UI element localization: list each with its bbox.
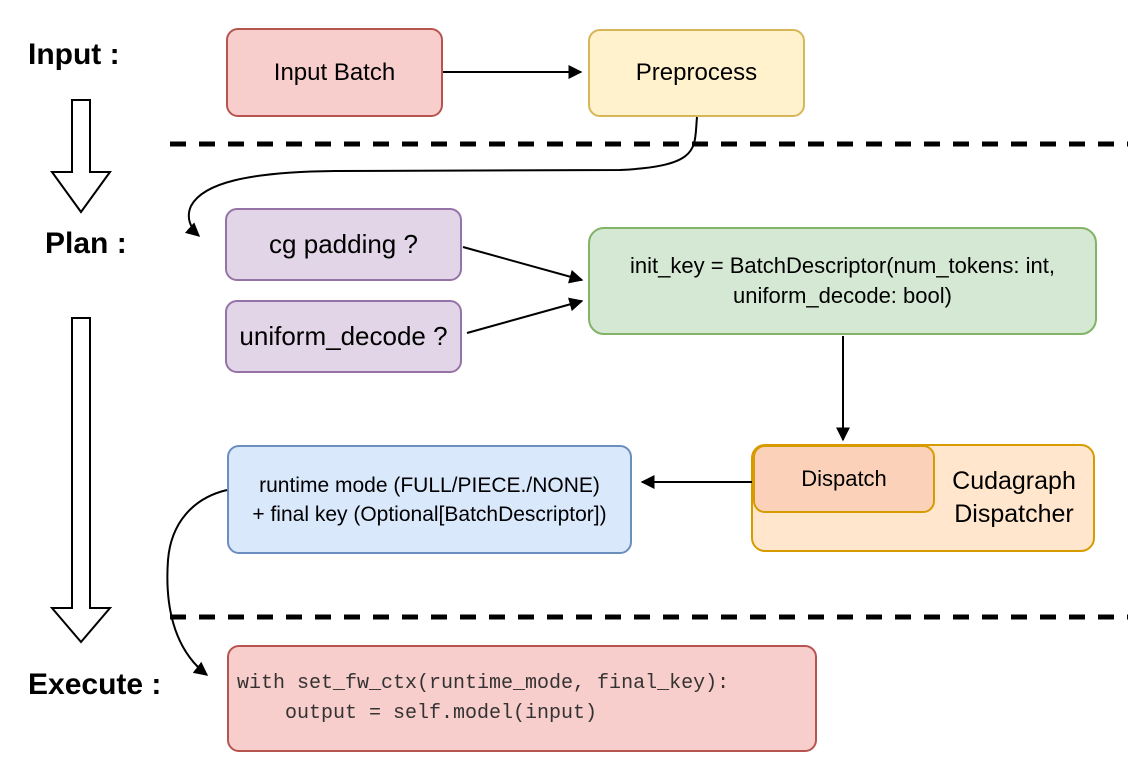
node-cudagraph-line1: Cudagraph xyxy=(952,467,1076,495)
node-cg-padding: cg padding ? xyxy=(225,208,462,281)
execute-code-line1: with set_fw_ctx(runtime_mode, final_key)… xyxy=(237,671,730,695)
node-runtime-mode-line2: + final key (Optional[BatchDescriptor]) xyxy=(252,502,607,526)
node-execute-code: with set_fw_ctx(runtime_mode, final_key)… xyxy=(227,645,817,752)
edge-uniform-decode-to-init-key xyxy=(466,297,584,334)
node-init-key: init_key = BatchDescriptor(num_tokens: i… xyxy=(588,227,1097,335)
node-cudagraph-dispatcher-label: Cudagraph Dispatcher xyxy=(933,444,1095,552)
node-preprocess-label: Preprocess xyxy=(635,59,758,86)
node-runtime-mode: runtime mode (FULL/PIECE./NONE) + final … xyxy=(227,445,632,554)
stage-label-input: Input : xyxy=(28,38,120,71)
stage-arrow-plan-to-execute xyxy=(49,317,113,644)
node-preprocess: Preprocess xyxy=(588,29,805,117)
node-init-key-line1: init_key = BatchDescriptor(num_tokens: i… xyxy=(630,253,1055,278)
node-cudagraph-line2: Dispatcher xyxy=(954,500,1074,528)
execute-code-line2: output = self.model(input) xyxy=(237,701,598,725)
edge-runtime-mode-to-execute-code xyxy=(166,489,228,676)
stage-label-plan: Plan : xyxy=(45,227,127,260)
node-dispatch-label: Dispatch xyxy=(801,466,887,491)
node-dispatch: Dispatch xyxy=(753,445,935,513)
node-init-key-line2: uniform_decode: bool) xyxy=(733,283,952,308)
node-cg-padding-label: cg padding ? xyxy=(269,229,418,259)
node-input-batch-label: Input Batch xyxy=(273,58,396,86)
edge-cg-padding-to-init-key xyxy=(462,246,584,284)
node-uniform-decode-label: uniform_decode ? xyxy=(239,321,448,351)
stage-arrow-input-to-plan xyxy=(50,99,112,214)
node-uniform-decode: uniform_decode ? xyxy=(225,300,462,373)
node-input-batch: Input Batch xyxy=(226,28,443,117)
stage-label-execute: Execute : xyxy=(28,668,162,701)
node-runtime-mode-line1: runtime mode (FULL/PIECE./NONE) xyxy=(259,473,600,497)
